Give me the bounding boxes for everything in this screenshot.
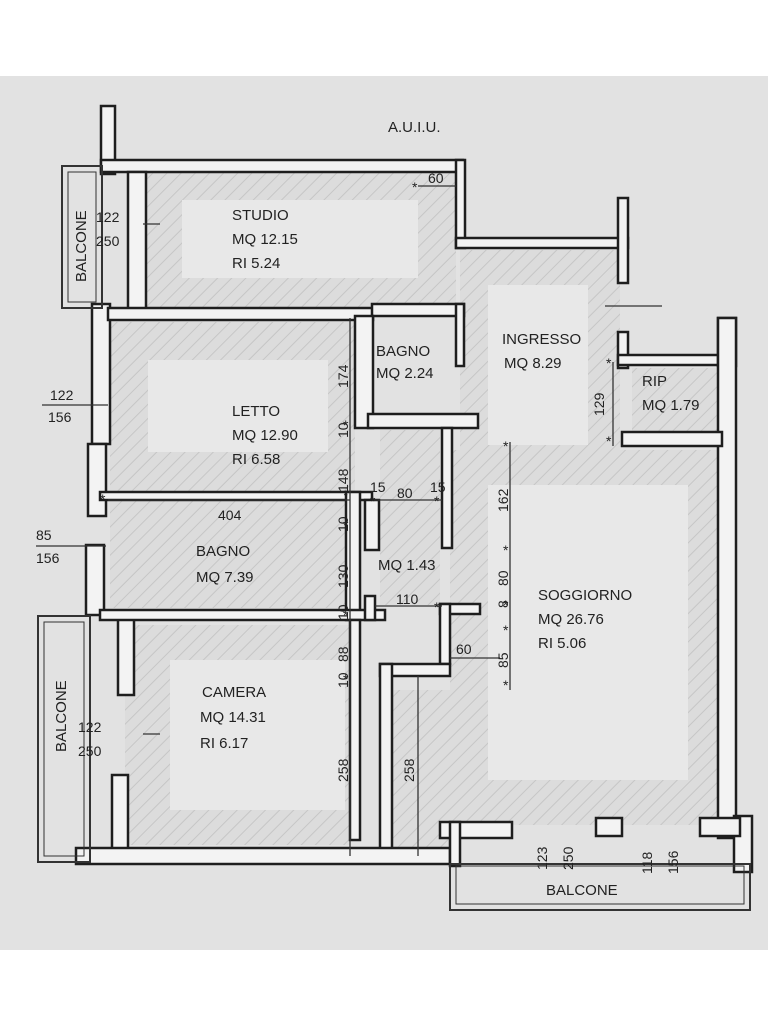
balcony-bottom-a2: 250: [560, 846, 576, 870]
balcony-label-bottom-left: BALCONE: [53, 680, 70, 752]
room-name-bagno-large: BAGNO: [196, 543, 250, 560]
balcony-label-bottom: BALCONE: [546, 882, 618, 899]
label-boxes: [148, 200, 688, 810]
room-ri-letto: RI 6.58: [232, 451, 280, 468]
dim-10-b: 10: [335, 516, 351, 532]
room-area-camera: MQ 14.31: [200, 709, 266, 726]
svg-text:*: *: [434, 493, 440, 509]
svg-text:*: *: [343, 517, 349, 533]
dim-162: 162: [495, 488, 511, 512]
balcony-top-left-width: 122: [96, 209, 120, 225]
balcony-bottom-b1: 118: [639, 851, 655, 874]
dim-174: 174: [335, 364, 351, 388]
balcony-bottom-left-height: 250: [78, 743, 102, 759]
dim-130: 130: [335, 564, 351, 588]
header-label: A.U.I.U.: [388, 119, 441, 136]
balcony-bottom-left-width: 122: [78, 719, 102, 735]
room-name-ingresso: INGRESSO: [502, 331, 581, 348]
window-letto-width: 122: [50, 387, 74, 403]
dim-85: 85: [495, 652, 511, 668]
dim-15-b: 15: [430, 479, 446, 495]
window-letto-height: 156: [48, 409, 72, 425]
svg-text:*: *: [503, 677, 509, 693]
room-name-rip: RIP: [642, 373, 667, 390]
balcony-label-top-left: BALCONE: [73, 210, 90, 282]
room-area-soggiorno: MQ 26.76: [538, 611, 604, 628]
room-area-rip: MQ 1.79: [642, 397, 700, 414]
svg-text:*: *: [370, 493, 376, 509]
room-area-bagno-small: MQ 2.24: [376, 365, 434, 382]
floor-plan: * * * * * * * * * * * * * * * * * A.U.I.…: [0, 76, 768, 950]
balcony-bottom-b2: 156: [665, 850, 681, 874]
room-name-letto: LETTO: [232, 403, 280, 420]
room-area-ingresso: MQ 8.29: [504, 355, 562, 372]
room-area-wc: MQ 1.43: [378, 557, 436, 574]
svg-text:*: *: [503, 438, 509, 454]
svg-text:*: *: [100, 491, 106, 507]
room-name-soggiorno: SOGGIORNO: [538, 587, 632, 604]
svg-text:*: *: [606, 433, 612, 449]
dim-404: 404: [218, 507, 242, 523]
room-ri-camera: RI 6.17: [200, 735, 248, 752]
svg-text:*: *: [503, 597, 509, 613]
room-area-bagno-large: MQ 7.39: [196, 569, 254, 586]
dimension-ticks: * * * * * * * * * * * * * * * * *: [100, 179, 612, 693]
dim-60-mid: 60: [456, 641, 472, 657]
room-name-camera: CAMERA: [202, 684, 266, 701]
room-ri-studio: RI 5.24: [232, 255, 280, 272]
room-area-studio: MQ 12.15: [232, 231, 298, 248]
walls: [74, 104, 754, 874]
svg-text:*: *: [503, 622, 509, 638]
room-name-bagno-small: BAGNO: [376, 343, 430, 360]
svg-text:*: *: [343, 607, 349, 623]
room-name-studio: STUDIO: [232, 207, 289, 224]
room-ri-soggiorno: RI 5.06: [538, 635, 586, 652]
dim-88: 88: [335, 646, 351, 662]
svg-text:*: *: [434, 599, 440, 615]
dim-110: 110: [396, 591, 419, 607]
svg-text:*: *: [503, 542, 509, 558]
dim-15-a: 15: [370, 479, 386, 495]
balcony-top-left-height: 250: [96, 233, 120, 249]
svg-text:*: *: [343, 417, 349, 433]
dim-60-top: 60: [428, 170, 444, 186]
svg-text:*: *: [412, 179, 418, 195]
dim-129: 129: [591, 392, 607, 416]
dimension-lines: [36, 185, 662, 856]
svg-text:*: *: [343, 671, 349, 687]
balcony-bottom-a1: 123: [534, 846, 550, 870]
dim-10-c: 10: [335, 604, 351, 620]
dim-10-d: 10: [335, 672, 351, 688]
svg-text:*: *: [343, 487, 349, 503]
dim-10-a: 10: [335, 422, 351, 438]
svg-text:*: *: [606, 355, 612, 371]
dim-8: 8: [495, 600, 511, 608]
room-area-letto: MQ 12.90: [232, 427, 298, 444]
floor-plan-drawing: * * * * * * * * * * * * * * * * * A.U.I.…: [36, 104, 754, 911]
dim-148: 148: [335, 468, 351, 492]
dim-258-a: 258: [335, 758, 351, 782]
dim-258-b: 258: [401, 758, 417, 782]
window-bagno-height: 156: [36, 550, 60, 566]
window-bagno-width: 85: [36, 527, 52, 543]
dim-80-v: 80: [495, 570, 511, 586]
dim-80-h: 80: [397, 485, 413, 501]
balcony-outlines: [37, 165, 751, 911]
